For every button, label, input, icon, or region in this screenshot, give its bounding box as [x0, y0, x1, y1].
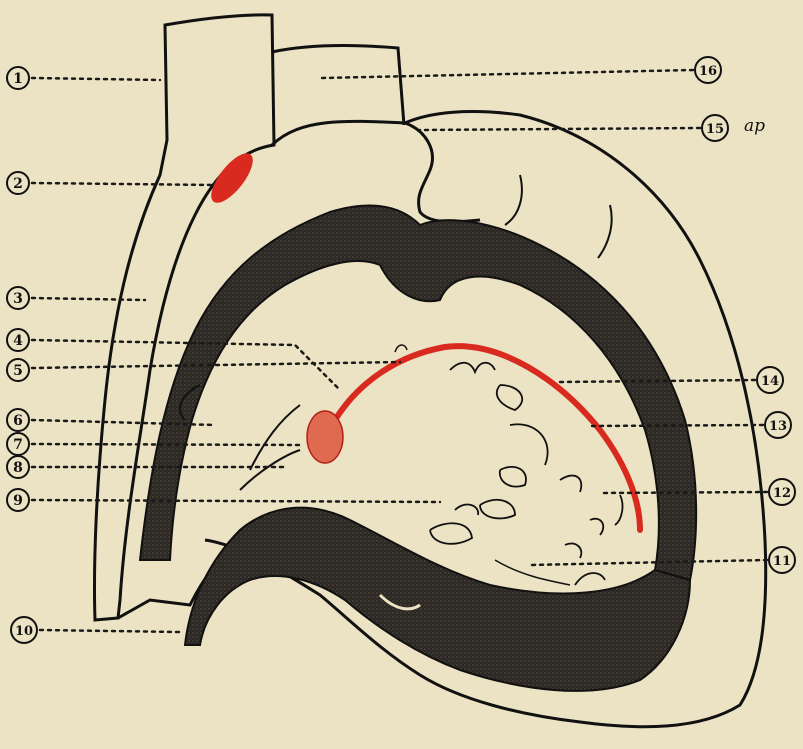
label-number-7: 7: [13, 437, 23, 453]
label-number-10: 10: [15, 624, 33, 639]
leader-line-15: [420, 128, 700, 130]
interior-curve-f: [510, 424, 548, 465]
label-number-1: 1: [13, 71, 23, 87]
red-vessel: [335, 346, 640, 530]
handwritten-note: ap: [744, 116, 765, 136]
red-bulb: [307, 411, 343, 463]
leader-line-2: [32, 183, 215, 185]
leader-line-9: [32, 500, 440, 502]
label-number-3: 3: [13, 291, 23, 307]
leader-line-10: [40, 630, 180, 632]
interior-curve-n: [575, 573, 605, 585]
label-number-15: 15: [706, 122, 724, 137]
leader-line-12: [600, 492, 767, 493]
leader-line-14: [560, 380, 755, 382]
label-2: 2: [7, 172, 215, 194]
fold-1: [505, 175, 522, 225]
interior-curve-e: [497, 385, 522, 410]
label-number-16: 16: [699, 64, 717, 79]
leader-line-1: [32, 78, 160, 80]
interior-curve-l: [565, 543, 581, 558]
interior-curve-m: [590, 519, 603, 535]
label-number-5: 5: [13, 363, 23, 379]
label-7: 7: [7, 433, 300, 455]
interior-curve-d: [450, 363, 495, 372]
label-8: 8: [7, 456, 285, 478]
interior-curve-j: [455, 505, 478, 515]
small-loop: [395, 345, 407, 352]
fold-2: [598, 205, 612, 258]
interior-curve-b: [250, 405, 300, 470]
label-number-8: 8: [13, 460, 23, 476]
label-3: 3: [7, 287, 145, 309]
label-number-14: 14: [761, 374, 779, 389]
dark-band-lower: [185, 508, 690, 691]
interior-curve-h: [480, 500, 515, 519]
dark-band-upper: [140, 206, 696, 580]
label-16: 16: [322, 57, 721, 83]
label-13: 13: [590, 412, 791, 438]
leader-line-3: [32, 298, 145, 300]
label-15: 15: [420, 115, 728, 141]
label-9: 9: [7, 489, 440, 511]
label-number-2: 2: [13, 176, 23, 192]
label-number-6: 6: [13, 413, 23, 429]
red-spot-top: [204, 147, 260, 209]
interior-curve-k: [560, 476, 581, 492]
interior-curve-i: [430, 523, 472, 544]
label-number-9: 9: [13, 493, 23, 509]
interior-curve-g: [500, 467, 526, 487]
interior-curve-c: [240, 450, 300, 490]
leader-line-5: [32, 362, 400, 368]
label-number-11: 11: [773, 554, 791, 569]
upper-box: [272, 46, 404, 125]
label-1: 1: [7, 67, 160, 89]
label-number-13: 13: [769, 419, 787, 434]
leader-line-11: [530, 560, 767, 565]
leader-line-16: [322, 70, 693, 78]
top-lobe: [405, 123, 480, 222]
label-number-12: 12: [773, 486, 791, 501]
interior-curve-o: [615, 495, 622, 525]
label-number-4: 4: [13, 333, 23, 349]
